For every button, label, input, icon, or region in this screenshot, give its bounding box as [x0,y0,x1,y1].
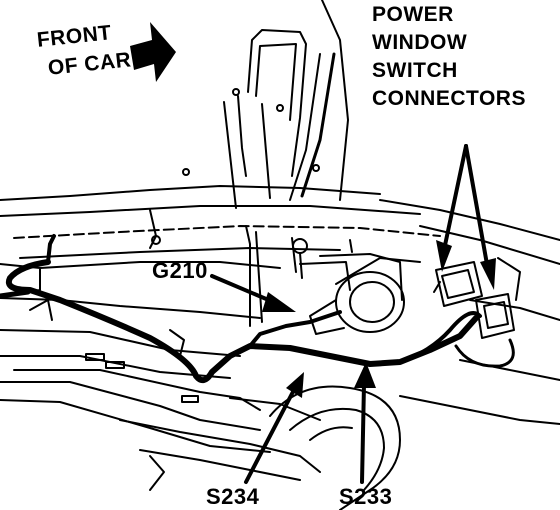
connector-arrow-right-head [480,258,496,290]
connector-arrow-left-shaft [442,144,468,252]
power-window-switch-connectors-label: POWER WINDOW SWITCH CONNECTORS [372,4,526,116]
power-label-line4: CONNECTORS [372,87,526,110]
s234-label: S234 [206,484,260,509]
harness-branch-g210 [248,310,342,348]
front-of-car-label: FRONT OF CAR [36,20,133,87]
power-label-line3: SWITCH [372,59,458,82]
g210-arrow-head [262,292,296,312]
connector-arrow-left-head [436,240,452,272]
harness-loop-right [454,338,515,368]
s234-arrow-shaft [244,384,298,484]
power-label-line2: WINDOW [372,31,468,54]
pointer-arrows [130,22,496,484]
front-of-car-line2: OF CAR [46,48,133,80]
g210-label: G210 [152,258,208,283]
harness-left-end [0,289,31,299]
s234-arrow-head [286,372,304,398]
s233-arrow-head [354,362,376,388]
wiring-harness [0,234,515,384]
harness-main [6,259,479,384]
harness-upper-branch [46,234,56,264]
s233-arrow-shaft [360,382,366,484]
power-label-line1: POWER [372,3,454,26]
front-direction-arrow [130,22,176,82]
harness-branch-connector [398,311,482,364]
s233-label: S233 [339,484,393,509]
connector-arrow-right-shaft [464,144,490,272]
